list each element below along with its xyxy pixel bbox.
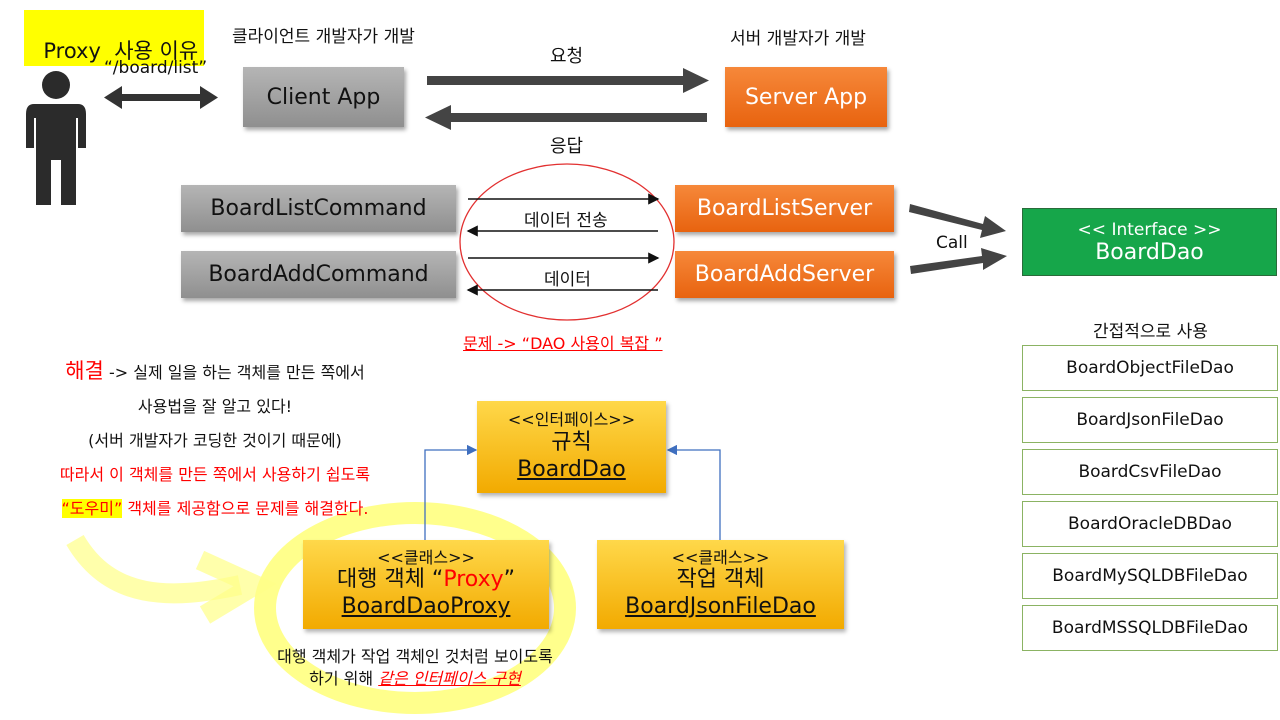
request-label: 요청 — [550, 46, 584, 67]
problem-ellipse — [459, 163, 675, 321]
rule-stereotype: <<인터페이스>> — [507, 410, 636, 430]
dao-impl-box: BoardMySQLDBFileDao — [1022, 553, 1278, 599]
request-arrow — [427, 76, 689, 85]
bottom-note-line-1: 대행 객체가 작업 객체인 것처럼 보이도록 — [277, 647, 553, 666]
solution-line-2: 사용법을 잘 알고 있다! — [137, 397, 293, 416]
interface-name: BoardDao — [1095, 239, 1204, 265]
dao-impl-box: BoardObjectFileDao — [1022, 345, 1278, 391]
client-app-label: Client App — [266, 84, 381, 110]
solution-line-3: (서버 개발자가 코딩한 것이기 때문에) — [88, 431, 342, 450]
rule-interface-box: <<인터페이스>> 규칙 BoardDao — [477, 401, 666, 493]
dao-impl-label: BoardObjectFileDao — [1066, 358, 1234, 378]
work-stereotype: <<클래스>> — [671, 547, 770, 567]
proxy-label-post: ” — [503, 567, 516, 593]
client-app-box: Client App — [243, 67, 404, 127]
call-arrow-1 — [909, 204, 1006, 238]
server-box-add: BoardAddServer — [675, 251, 894, 298]
helper-highlight: “도우미” — [61, 499, 123, 518]
solution-line-5: “도우미” 객체를 제공함으로 문제를 해결한다. — [20, 492, 410, 526]
page-title-text: Proxy 사용 이유 — [43, 39, 199, 63]
proxy-label-red: Proxy — [443, 567, 504, 593]
url-label: “/board/list” — [104, 58, 208, 78]
dao-impl-label: BoardMySQLDBFileDao — [1052, 566, 1248, 586]
server-label: BoardListServer — [696, 196, 873, 221]
dao-impl-box: BoardCsvFileDao — [1022, 449, 1278, 495]
dao-impl-box: BoardMSSQLDBFileDao — [1022, 605, 1278, 651]
client-caption: 클라이언트 개발자가 개발 — [232, 27, 415, 47]
interface-box: << Interface >> BoardDao — [1022, 208, 1277, 276]
dao-impl-label: BoardJsonFileDao — [1076, 410, 1224, 430]
transfer-label-1: 데이터 전송 — [524, 211, 608, 231]
call-label: Call — [936, 233, 968, 253]
proxy-class-box: <<클래스>> 대행 객체 “Proxy” BoardDaoProxy — [303, 540, 549, 629]
bottom-note-line-2-red: 같은 인터페이스 구현 — [378, 669, 521, 688]
interface-stereotype: << Interface >> — [1077, 219, 1222, 240]
dao-impl-label: BoardCsvFileDao — [1078, 462, 1222, 482]
proxy-name: BoardDaoProxy — [341, 594, 511, 620]
bottom-note-line-2: 하기 위해 같은 인터페이스 구현 — [240, 668, 590, 690]
dao-impl-box: BoardOracleDBDao — [1022, 501, 1278, 547]
solution-line-4: 따라서 이 객체를 만든 쪽에서 사용하기 쉽도록 — [59, 465, 371, 484]
server-app-box: Server App — [725, 67, 887, 127]
work-class-box: <<클래스>> 작업 객체 BoardJsonFileDao — [597, 540, 844, 629]
transfer-label-2: 데이터 — [544, 270, 591, 290]
command-box-list: BoardListCommand — [181, 185, 456, 232]
solution-block: 해결 -> 실제 일을 하는 객체를 만든 쪽에서 사용법을 잘 알고 있다! … — [20, 354, 410, 526]
proxy-stereotype: <<클래스>> — [377, 547, 475, 567]
server-caption: 서버 개발자가 개발 — [730, 29, 866, 49]
page-title: Proxy 사용 이유 — [24, 10, 205, 66]
command-box-add: BoardAddCommand — [181, 251, 456, 298]
double-arrow-icon — [104, 86, 218, 109]
rule-label: 규칙 — [551, 429, 592, 455]
call-arrow-2 — [910, 248, 1007, 274]
server-box-list: BoardListServer — [675, 185, 894, 232]
response-label: 응답 — [550, 136, 584, 157]
response-arrow — [445, 113, 707, 122]
work-name: BoardJsonFileDao — [625, 594, 816, 620]
bottom-note: 대행 객체가 작업 객체인 것처럼 보이도록 하기 위해 같은 인터페이스 구현 — [240, 646, 590, 690]
indirect-caption: 간접적으로 사용 — [1093, 322, 1208, 342]
highlight-arrow — [66, 534, 243, 604]
command-label: BoardAddCommand — [208, 262, 429, 287]
dao-impl-label: BoardOracleDBDao — [1068, 514, 1232, 534]
work-label: 작업 객체 — [676, 567, 765, 593]
person-icon — [26, 71, 86, 205]
problem-label: 문제 -> “DAO 사용이 복잡 ” — [463, 334, 663, 353]
solution-line-1: 해결 -> 실제 일을 하는 객체를 만든 쪽에서 — [20, 354, 410, 390]
dao-impl-label: BoardMSSQLDBFileDao — [1051, 618, 1249, 638]
dao-impl-box: BoardJsonFileDao — [1022, 397, 1278, 443]
rule-name: BoardDao — [517, 456, 626, 482]
proxy-label-pre: 대행 객체 “ — [336, 567, 444, 593]
solution-line-1-rest: -> 실제 일을 하는 객체를 만든 쪽에서 — [103, 363, 365, 382]
server-label: BoardAddServer — [694, 262, 875, 287]
bottom-note-line-2-pre: 하기 위해 — [309, 669, 379, 688]
solution-line-5-rest: 객체를 제공함으로 문제를 해결한다. — [122, 499, 369, 518]
proxy-label: 대행 객체 “Proxy” — [337, 567, 515, 594]
server-app-label: Server App — [744, 84, 868, 110]
highlight-circle — [254, 502, 576, 714]
solution-head: 해결 — [65, 359, 104, 383]
command-label: BoardListCommand — [210, 196, 427, 221]
